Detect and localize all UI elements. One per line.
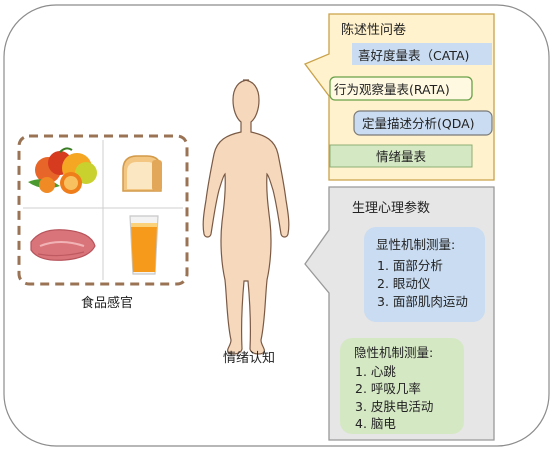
bread-icon bbox=[122, 155, 162, 192]
human-body-icon bbox=[202, 79, 290, 355]
questionnaire-item-rata-label: 行为观察量表(RATA) bbox=[334, 82, 450, 97]
implicit-item: 4. 脑电 bbox=[355, 416, 396, 431]
questionnaire-item-cata bbox=[352, 43, 492, 65]
questionnaire-item-qda-label: 定量描述分析(QDA) bbox=[362, 116, 475, 131]
implicit-box bbox=[340, 338, 464, 434]
food-grid bbox=[17, 134, 189, 286]
questionnaire-item-rata bbox=[329, 76, 473, 101]
questionnaire-item-emotion bbox=[329, 144, 473, 168]
emotion-label: 情绪认知 bbox=[223, 350, 275, 366]
fruit-basket-icon bbox=[28, 147, 97, 194]
implicit-item: 2. 呼吸几率 bbox=[355, 381, 421, 396]
explicit-title: 显性机制测量: bbox=[376, 237, 455, 252]
questionnaire-item-emotion-label: 情绪量表 bbox=[376, 149, 427, 164]
juice-icon bbox=[129, 215, 159, 275]
explicit-item: 1. 面部分析 bbox=[377, 258, 443, 273]
meat-icon bbox=[30, 229, 96, 261]
implicit-item: 1. 心跳 bbox=[355, 364, 396, 379]
physio-title: 生理心理参数 bbox=[352, 200, 430, 216]
questionnaire-item-qda bbox=[353, 110, 493, 136]
questionnaire-title: 陈述性问卷 bbox=[341, 22, 406, 38]
explicit-item: 2. 眼动仪 bbox=[377, 276, 431, 291]
food-label: 食品感官 bbox=[81, 295, 133, 311]
questionnaire-item-cata-label: 喜好度量表（CATA) bbox=[358, 48, 469, 63]
explicit-box bbox=[364, 227, 485, 322]
explicit-item: 3. 面部肌肉运动 bbox=[377, 294, 468, 309]
implicit-item: 3. 皮肤电活动 bbox=[355, 399, 433, 414]
implicit-title: 隐性机制测量: bbox=[354, 345, 433, 360]
